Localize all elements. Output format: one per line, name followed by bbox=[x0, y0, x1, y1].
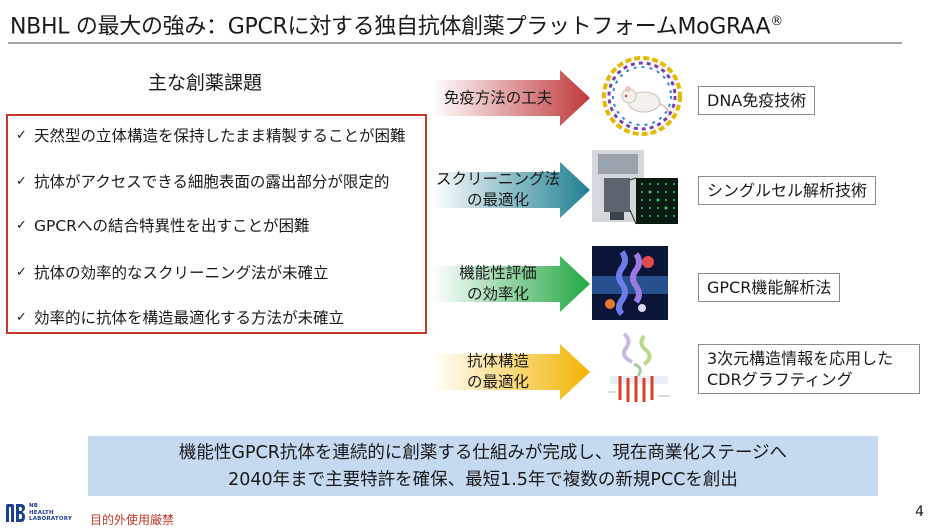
issue-item: ✓ 抗体の効率的なスクリーニング法が未確立 bbox=[16, 261, 329, 283]
antibody-structure-icon bbox=[604, 330, 674, 408]
logo-line: LABORATORY bbox=[29, 516, 73, 523]
issue-item: ✓ 抗体がアクセスできる細胞表面の露出部分が限定的 bbox=[16, 170, 389, 192]
summary-line: 2040年まで主要特許を確保、最短1.5年で複数の新規PCCを創出 bbox=[228, 470, 738, 490]
microscope-icon bbox=[590, 150, 680, 230]
arrow-label: スクリーニング法 の最適化 bbox=[435, 170, 560, 209]
tech-box: DNA免疫技術 bbox=[698, 86, 816, 115]
logo-line: HEALTH bbox=[29, 509, 54, 516]
approach-arrow-immunization: 免疫方法の工夫 bbox=[432, 70, 592, 126]
arrow-shape bbox=[432, 344, 590, 400]
registered-mark: ® bbox=[770, 14, 783, 29]
logo-line: NB bbox=[29, 503, 39, 510]
gpcr-structure-icon bbox=[592, 246, 668, 320]
check-icon: ✓ bbox=[16, 127, 27, 143]
logo-text: NB HEALTH LABORATORY bbox=[29, 503, 72, 523]
slide-title: NBHL の最大の強み：GPCRに対する独自抗体創薬プラットフォームMoGRAA… bbox=[10, 6, 930, 43]
page-number: 4 bbox=[915, 504, 924, 520]
summary-box: 機能性GPCR抗体を連続的に創薬する仕組みが完成し、現在商業化ステージへ 204… bbox=[88, 436, 878, 496]
issue-item: ✓ 効率的に抗体を構造最適化する方法が未確立 bbox=[16, 306, 344, 328]
confidential-notice: 目的外使用厳禁 bbox=[90, 513, 175, 527]
arrow-label: 機能性評価 の効率化 bbox=[459, 264, 537, 303]
company-logo: NB HEALTH LABORATORY bbox=[4, 500, 72, 526]
issue-text: GPCRへの結合特異性を出すことが困難 bbox=[34, 217, 310, 235]
issue-text: 抗体がアクセスできる細胞表面の露出部分が限定的 bbox=[34, 173, 390, 191]
issue-text: 効率的に抗体を構造最適化する方法が未確立 bbox=[34, 309, 345, 327]
issue-text: 天然型の立体構造を保持したまま精製することが困難 bbox=[34, 127, 406, 145]
approach-arrow-screening: スクリーニング法 の最適化 bbox=[432, 162, 592, 218]
tech-box: 3次元構造情報を応用した CDRグラフティング bbox=[698, 344, 920, 394]
approach-arrow-functional: 機能性評価 の効率化 bbox=[432, 256, 592, 312]
issues-heading: 主な創薬課題 bbox=[148, 72, 263, 94]
tech-box: GPCR機能解析法 bbox=[698, 273, 841, 302]
issue-item: ✓ GPCRへの結合特異性を出すことが困難 bbox=[16, 214, 309, 236]
tech-box: シングルセル解析技術 bbox=[698, 176, 877, 205]
arrow-shape bbox=[432, 70, 590, 126]
issues-box: ✓ 天然型の立体構造を保持したまま精製することが困難 ✓ 抗体がアクセスできる細胞表… bbox=[6, 114, 427, 334]
title-divider bbox=[8, 42, 902, 44]
issue-text: 抗体の効率的なスクリーニング法が未確立 bbox=[34, 264, 329, 282]
title-text: NBHL の最大の強み：GPCRに対する独自抗体創薬プラットフォームMoGRAA bbox=[10, 14, 771, 40]
arrow-shape bbox=[432, 162, 590, 218]
check-icon: ✓ bbox=[16, 264, 27, 280]
arrow-label: 抗体構造 の最適化 bbox=[466, 352, 529, 391]
logo-mark-icon bbox=[6, 504, 25, 522]
issue-item: ✓ 天然型の立体構造を保持したまま精製することが困難 bbox=[16, 124, 406, 146]
check-icon: ✓ bbox=[16, 309, 27, 325]
approach-arrow-structure: 抗体構造 の最適化 bbox=[432, 344, 592, 400]
summary-line: 機能性GPCR抗体を連続的に創薬する仕組みが完成し、現在商業化ステージへ bbox=[178, 443, 788, 463]
arrow-label: 免疫方法の工夫 bbox=[443, 88, 553, 107]
check-icon: ✓ bbox=[16, 173, 27, 189]
check-icon: ✓ bbox=[16, 217, 27, 233]
arrow-shape bbox=[432, 256, 590, 312]
mouse-dna-icon bbox=[598, 52, 686, 140]
